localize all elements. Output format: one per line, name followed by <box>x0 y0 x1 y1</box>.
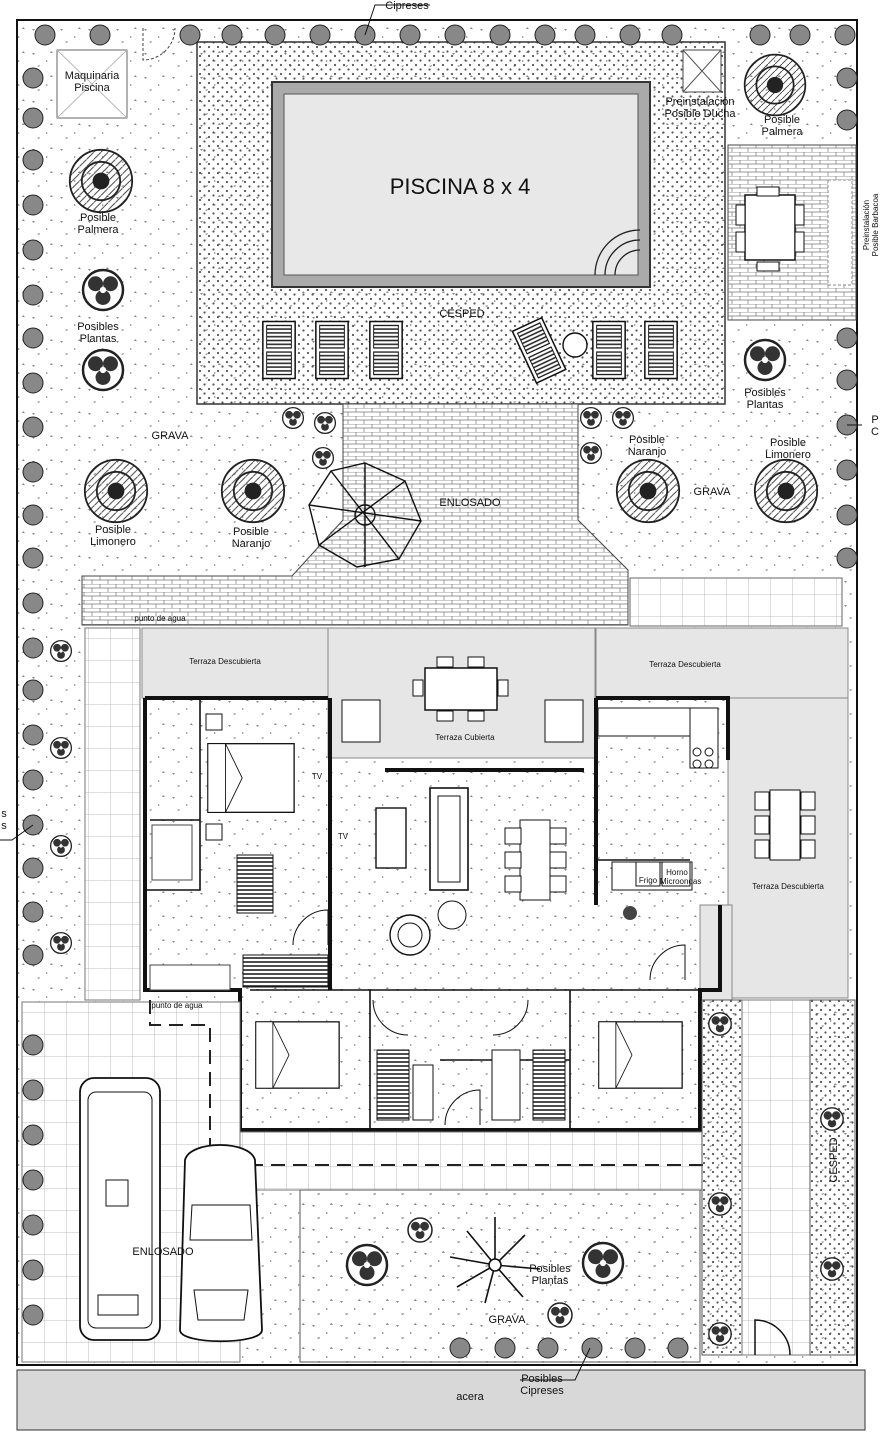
gravel-label-right: GRAVA <box>693 486 731 498</box>
oven-label: Horno Microondas <box>660 868 702 886</box>
left-edge-label: s s <box>1 808 7 832</box>
side-terrace-label: Terraza Descubierta <box>752 882 824 891</box>
tv-label-1: TV <box>311 772 323 781</box>
covered-terrace-label: Terraza Cubierta <box>435 733 495 742</box>
paving-label-mid: ENLOSADO <box>439 497 501 509</box>
water-point-label-2: punto de agua <box>151 1001 203 1010</box>
orange-label-right: Posible Naranjo <box>627 434 667 458</box>
orange-label-left: Posible Naranjo <box>231 526 271 550</box>
gravel-label-left: GRAVA <box>151 430 189 442</box>
right-edge-label: P C <box>871 414 879 438</box>
fridge-label: Frigo <box>638 876 658 885</box>
plants-label-left: Posibles Plantas <box>77 321 119 345</box>
paving-label-bottom: ENLOSADO <box>132 1246 194 1258</box>
terrace-label-right: Terraza Descubierta <box>649 660 721 669</box>
shower-label: Preinstalación Posible Ducha <box>664 96 736 120</box>
bbq-label: Preinstalación Posible Barbacoa <box>862 193 880 257</box>
lawn-label-side: CESPED <box>828 1137 840 1183</box>
gravel-label-bottom: GRAVA <box>488 1314 526 1326</box>
plants-label-right: Posibles Plantas <box>744 387 786 411</box>
plants-label-bottom: Posibles Plantas <box>529 1263 571 1287</box>
pool-label: PISCINA 8 x 4 <box>389 174 531 199</box>
lemon-label-right: Posible Limonero <box>765 437 811 461</box>
pool-machinery-label: Maquinaria Piscina <box>64 70 120 94</box>
palm-label-right: Posible Palmera <box>761 114 803 138</box>
palm-label-left: Posible Palmera <box>77 212 119 236</box>
cypress-label-top: Cipreses <box>385 0 429 12</box>
tv-label-2: TV <box>337 832 349 841</box>
sidewalk-label: acera <box>456 1391 484 1403</box>
lawn-label-top: CESPED <box>439 308 485 320</box>
water-point-label-1: punto de agua <box>134 614 186 623</box>
cypress-label-bottom: Posibles Cipreses <box>520 1373 564 1397</box>
terrace-label-left: Terraza Descubierta <box>189 657 261 666</box>
lemon-label-left: Posible Limonero <box>90 524 136 548</box>
